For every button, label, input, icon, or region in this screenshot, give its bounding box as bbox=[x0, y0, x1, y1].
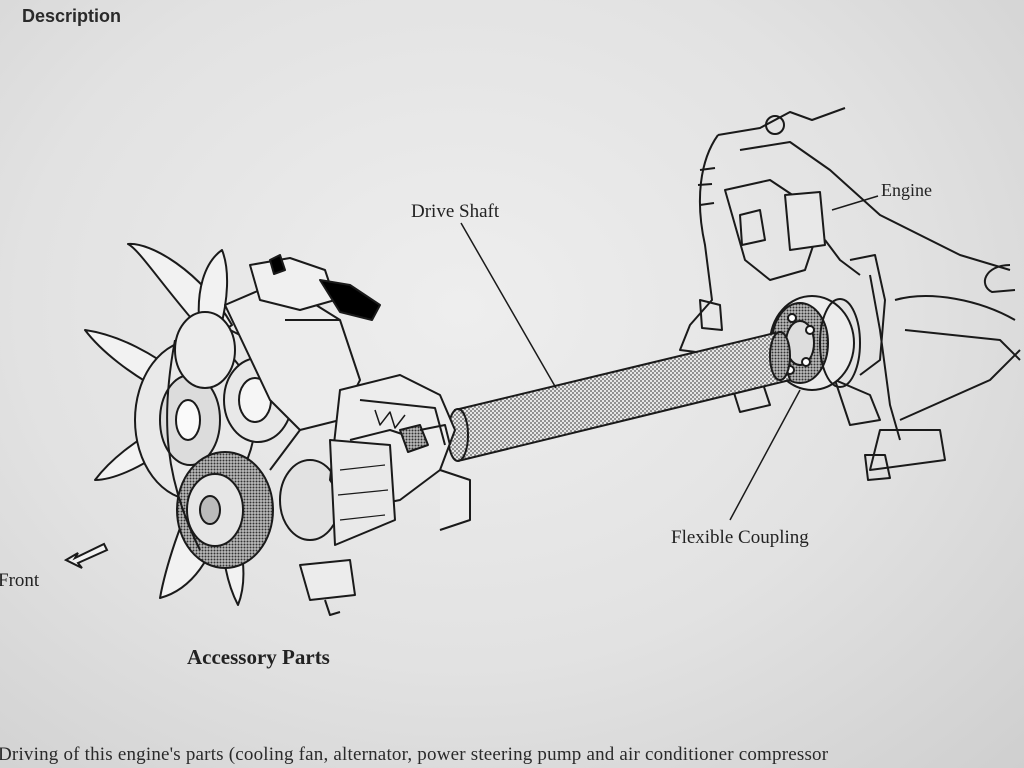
drive-shaft-leader bbox=[460, 222, 557, 389]
front-arrow-icon bbox=[63, 542, 109, 569]
flexible-coupling-label: Flexible Coupling bbox=[671, 527, 809, 548]
engine-label: Engine bbox=[881, 180, 932, 200]
coupling-leader bbox=[729, 389, 801, 521]
drive-shaft-label: Drive Shaft bbox=[411, 201, 500, 222]
body-paragraph: Driving of this engine's parts (cooling … bbox=[0, 744, 829, 765]
accessory-parts-drawing bbox=[84, 242, 471, 616]
flexible-coupling-drawing bbox=[769, 295, 861, 391]
engine-leader bbox=[831, 195, 879, 211]
figure-caption: Accessory Parts bbox=[187, 645, 330, 669]
section-heading: Description bbox=[22, 6, 122, 26]
front-label: Front bbox=[0, 570, 40, 591]
drive-shaft-drawing bbox=[447, 331, 792, 462]
leader-lines bbox=[460, 195, 879, 521]
engine-drawing bbox=[679, 107, 1021, 481]
